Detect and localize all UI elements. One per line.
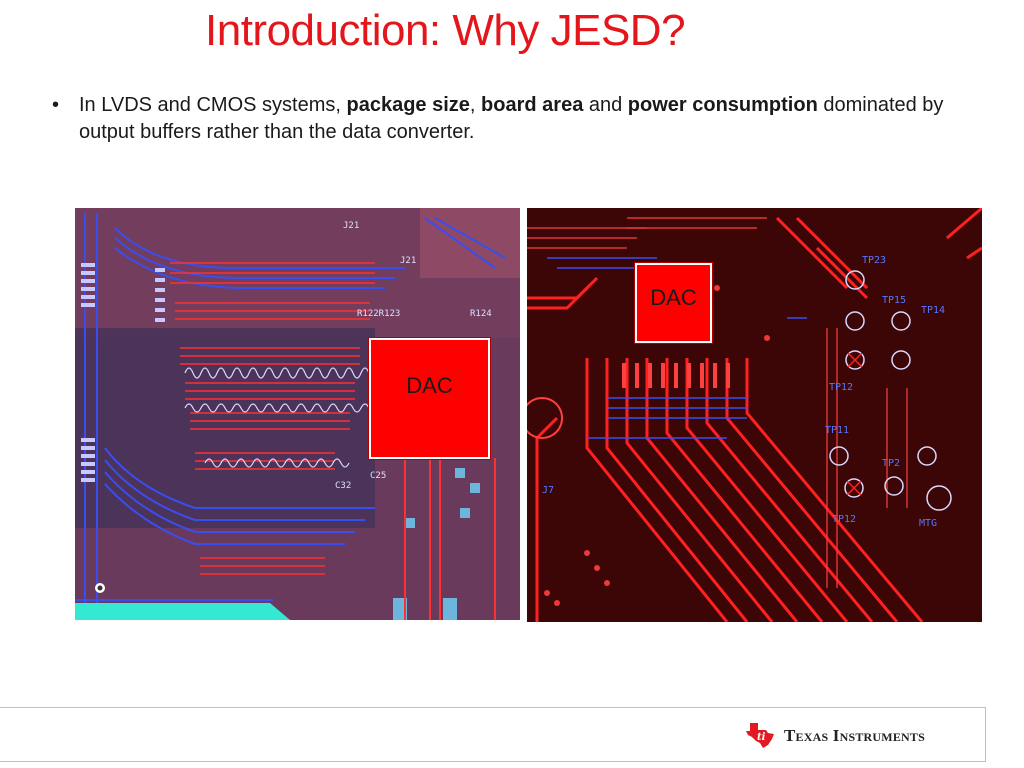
- bullet-text-part: ,: [469, 94, 482, 116]
- bullet-marker: •: [52, 94, 60, 116]
- svg-text:MTG: MTG: [919, 518, 937, 529]
- svg-text:J21: J21: [400, 256, 416, 266]
- svg-text:TP15: TP15: [882, 295, 906, 306]
- bullet-text-part: In LVDS and CMOS systems,: [79, 94, 347, 116]
- svg-text:R124: R124: [470, 309, 492, 319]
- svg-text:TP11: TP11: [825, 425, 849, 436]
- svg-text:TP12: TP12: [829, 382, 853, 393]
- svg-text:J7: J7: [542, 485, 554, 496]
- dac-chip-label-right: DAC: [635, 263, 712, 343]
- footer-divider-right: [985, 707, 986, 762]
- svg-text:TP2: TP2: [882, 458, 900, 469]
- svg-text:TP23: TP23: [862, 255, 886, 266]
- svg-text:TP12: TP12: [832, 514, 856, 525]
- emphasis-power-consumption: power consumption: [627, 94, 818, 116]
- bullet-text-part: and: [583, 94, 628, 116]
- emphasis-package-size: package size: [346, 94, 470, 116]
- bullet-text: In LVDS and CMOS systems, package size, …: [79, 92, 949, 146]
- dac-chip-label-left: DAC: [369, 338, 490, 459]
- slide-title: Introduction: Why JESD?: [205, 6, 686, 55]
- footer-divider-bottom: [0, 761, 986, 762]
- footer-divider: [0, 707, 986, 708]
- bullet-text-part: dominated by output buffers rather than …: [79, 94, 944, 143]
- svg-text:C25: C25: [370, 471, 386, 481]
- ti-state-logo-icon: ti: [746, 723, 774, 748]
- emphasis-board-area: board area: [481, 94, 584, 116]
- svg-text:R122R123: R122R123: [357, 309, 400, 319]
- svg-text:TP14: TP14: [921, 305, 945, 316]
- svg-text:J21: J21: [343, 221, 359, 231]
- svg-text:C32: C32: [335, 481, 351, 491]
- svg-text:ti: ti: [757, 732, 766, 743]
- ti-logo-text: Texas Instruments: [784, 726, 925, 745]
